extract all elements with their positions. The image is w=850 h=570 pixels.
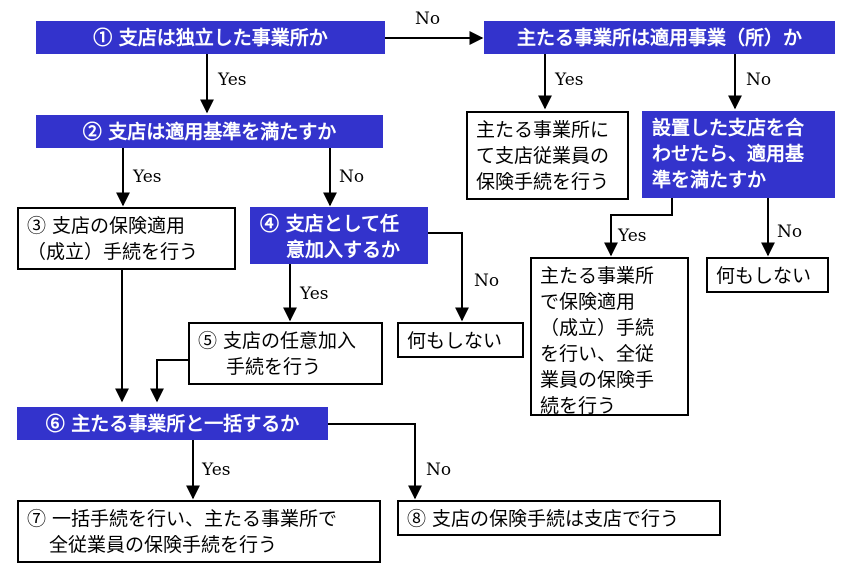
- line: て支店従業員の: [476, 145, 610, 167]
- label-qmain-yes: Yes: [555, 70, 584, 90]
- arrow-qcomb-yes: [604, 198, 673, 257]
- line: 業員の保険手: [540, 369, 655, 391]
- label-q1-no: No: [415, 9, 441, 29]
- arrow-q6-no: [328, 423, 422, 500]
- arrow-a5-down: [150, 359, 188, 403]
- line: 意加入するか: [286, 239, 401, 261]
- label-q6-no: No: [426, 460, 452, 480]
- answer-a5: ⑤ 支店の任意加入 手続を行う: [188, 322, 383, 385]
- line: 準を満たすか: [652, 169, 767, 191]
- label-q2-yes: Yes: [133, 167, 162, 187]
- answer-combined-no: 何もしない: [706, 257, 829, 293]
- line: ⑤ 支店の任意加入: [198, 330, 357, 352]
- label-q4-no: No: [474, 271, 500, 291]
- label-qcomb-yes: Yes: [618, 226, 647, 246]
- line: で保険適用: [540, 291, 636, 313]
- arrow-q4-no: [428, 232, 469, 322]
- line: 主たる事業所: [540, 265, 655, 287]
- label-q4-yes: Yes: [300, 284, 329, 304]
- line: 保険手続を行う: [476, 171, 610, 193]
- answer-a3: ③ 支店の保険適用 （成立）手続を行う: [17, 207, 236, 270]
- label-qmain-no: No: [746, 70, 772, 90]
- line: ③ 支店の保険適用: [27, 215, 186, 237]
- question-q2: ② 支店は適用基準を満たすか: [36, 115, 383, 148]
- line: 主たる事業所に: [476, 119, 610, 141]
- question-main-applicable: 主たる事業所は適用事業（所）か: [484, 21, 835, 54]
- line: 続を行う: [540, 395, 617, 417]
- question-q1: ① 支店は独立した事業所か: [36, 21, 385, 54]
- line: ⑦ 一括手続を行い、主たる事業所で: [27, 508, 338, 530]
- line: を行い、全従: [540, 343, 655, 365]
- label-qcomb-no: No: [777, 222, 803, 242]
- label-q1-yes: Yes: [218, 70, 247, 90]
- question-q4: ④ 支店として任 意加入するか: [250, 207, 428, 264]
- question-q6: ⑥ 主たる事業所と一括するか: [17, 407, 328, 440]
- line: 手続を行う: [226, 356, 322, 378]
- answer-q4-no: 何もしない: [397, 322, 524, 358]
- line: （成立）手続: [540, 317, 655, 339]
- question-combined-criteria: 設置した支店を合 わせたら、適用基 準を満たすか: [642, 111, 835, 198]
- line: ④ 支店として任: [260, 213, 400, 235]
- answer-a8: ⑧ 支店の保険手続は支店で行う: [397, 500, 721, 536]
- label-q2-no: No: [339, 167, 365, 187]
- line: 設置した支店を合: [652, 117, 805, 139]
- answer-a7: ⑦ 一括手続を行い、主たる事業所で 全従業員の保険手続を行う: [17, 500, 381, 563]
- line: わせたら、適用基: [652, 143, 805, 165]
- line: 全従業員の保険手続を行う: [49, 534, 278, 556]
- label-q6-yes: Yes: [202, 460, 231, 480]
- line: （成立）手続を行う: [27, 241, 199, 263]
- answer-main-yes: 主たる事業所に て支店従業員の 保険手続を行う: [466, 111, 629, 200]
- answer-combined-yes: 主たる事業所 で保険適用 （成立）手続 を行い、全従 業員の保険手 続を行う: [530, 257, 689, 417]
